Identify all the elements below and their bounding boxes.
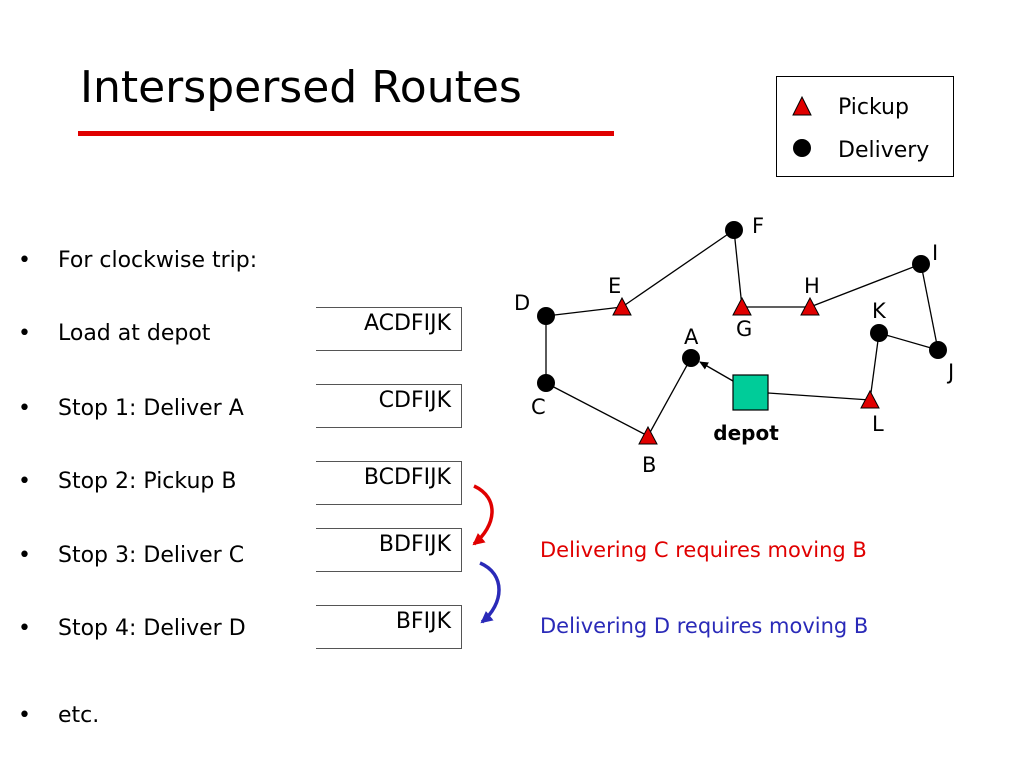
bullet-dot-icon: • xyxy=(18,616,31,641)
bullet-dot-icon: • xyxy=(18,396,31,421)
note-deliver-d: Delivering D requires moving B xyxy=(540,614,869,638)
edge-f-g xyxy=(733,229,743,308)
node-i xyxy=(912,255,930,273)
node-label-i: I xyxy=(932,241,938,265)
node-label-a: A xyxy=(684,325,699,349)
edge-b-a xyxy=(647,357,692,437)
load-state-box: ACDFIJK xyxy=(316,307,462,351)
node-label-l: L xyxy=(872,412,884,436)
node-k xyxy=(870,324,888,342)
edge-d-e xyxy=(545,306,623,317)
node-l xyxy=(860,389,880,409)
node-c xyxy=(537,374,555,392)
node-label-k: K xyxy=(872,299,887,323)
bullet-dot-icon: • xyxy=(18,321,31,346)
edge-i-j xyxy=(920,263,939,351)
node-label-j: J xyxy=(946,360,954,384)
node-label-d: D xyxy=(514,291,530,315)
bullet-dot-icon: • xyxy=(18,543,31,568)
load-state-box: CDFIJK xyxy=(316,384,462,428)
legend-item-delivery: Delivery xyxy=(777,135,953,165)
node-label-f: F xyxy=(752,214,764,238)
legend-item-pickup: Pickup xyxy=(777,92,953,122)
edge-depot-a-arrow xyxy=(699,361,734,382)
edge-h-i xyxy=(809,263,922,308)
edge-j-k xyxy=(878,332,939,351)
delivery-dot-icon xyxy=(793,139,811,157)
node-g xyxy=(732,296,752,316)
edge-l-depot xyxy=(767,392,871,401)
bullet-dot-icon: • xyxy=(18,248,31,273)
note-deliver-c: Delivering C requires moving B xyxy=(540,538,867,562)
node-label-e: E xyxy=(608,274,621,298)
load-state-box: BCDFIJK xyxy=(316,461,462,505)
edge-c-b xyxy=(545,382,649,437)
node-label-g: G xyxy=(736,317,752,341)
edge-k-l xyxy=(869,332,880,401)
pickup-nodes xyxy=(612,296,880,445)
legend: Pickup Delivery xyxy=(776,76,954,177)
delivery-nodes xyxy=(537,221,947,392)
node-d xyxy=(537,307,555,325)
legend-label: Pickup xyxy=(838,95,909,120)
bullet-list: • For clockwise trip: • Load at depot • … xyxy=(18,248,258,728)
node-a xyxy=(682,349,700,367)
route-edges xyxy=(545,229,939,437)
legend-label: Delivery xyxy=(838,138,930,163)
edge-e-f xyxy=(621,229,735,308)
bullet-dot-icon: • xyxy=(18,469,31,494)
node-e xyxy=(612,296,632,316)
node-label-c: C xyxy=(531,395,546,419)
node-label-b: B xyxy=(642,453,656,477)
node-j xyxy=(929,341,947,359)
pickup-triangle-icon xyxy=(792,96,812,116)
red-curved-arrow xyxy=(472,484,494,546)
page-title: Interspersed Routes xyxy=(80,62,522,113)
node-label-h: H xyxy=(804,274,820,298)
node-f xyxy=(725,221,743,239)
depot-label: depot xyxy=(713,421,779,445)
title-underline xyxy=(78,131,614,136)
load-state-box: BFIJK xyxy=(316,605,462,649)
bullet-dot-icon: • xyxy=(18,703,31,728)
depot-square xyxy=(732,374,769,411)
node-b xyxy=(638,425,658,445)
load-state-box: BDFIJK xyxy=(316,528,462,572)
node-labels: A B C D E F G H I J K L xyxy=(514,214,954,477)
blue-curved-arrow xyxy=(479,561,501,624)
node-h xyxy=(800,296,820,316)
